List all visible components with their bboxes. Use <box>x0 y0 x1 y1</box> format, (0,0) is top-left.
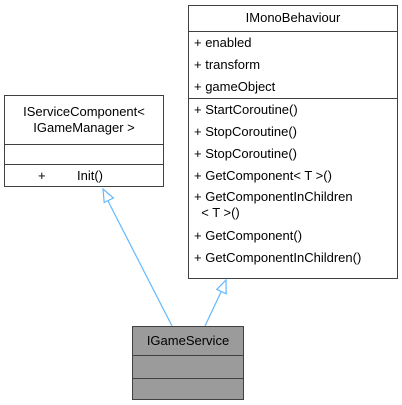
operation-init[interactable]: Init() <box>77 168 103 183</box>
class-iservicecomponent[interactable]: IServiceComponent< IGameManager > + Init… <box>4 95 164 187</box>
class-imonobehaviour[interactable]: IMonoBehaviour + enabled + transform + g… <box>188 5 398 279</box>
operation-getcomponent[interactable]: + GetComponent() <box>194 228 303 243</box>
class-name-line-2: IGameManager > <box>33 120 135 135</box>
attribute-gameobject[interactable]: + gameObject <box>194 79 276 94</box>
operations-section <box>133 378 243 399</box>
operations-section: + Init() <box>5 164 163 186</box>
attributes-section: + enabled + transform + gameObject <box>189 31 397 98</box>
class-name-line-1: IServiceComponent< <box>23 104 145 119</box>
operation-startcoroutine[interactable]: + StartCoroutine() <box>194 102 298 117</box>
class-title: IGameService <box>146 333 230 348</box>
operations-section: + StartCoroutine() + StopCoroutine() + S… <box>189 98 397 269</box>
class-title: IServiceComponent< IGameManager > <box>5 96 163 144</box>
inheritance-arrow-to-imonobehaviour <box>204 278 227 327</box>
operation-getcomponentinchildren-generic[interactable]: + GetComponentInChildren < T >() <box>194 189 353 220</box>
operation-stopcoroutine[interactable]: + StopCoroutine() <box>194 146 297 161</box>
attributes-section <box>5 144 163 164</box>
operation-getcomponent-generic[interactable]: + GetComponent< T >() <box>194 168 332 183</box>
class-igameservice[interactable]: IGameService <box>132 326 244 400</box>
class-title: IMonoBehaviour <box>245 10 341 25</box>
attributes-section <box>133 355 243 378</box>
operation-getcomponentinchildren[interactable]: + GetComponentInChildren() <box>194 250 362 265</box>
inheritance-arrow-to-iservicecomponent <box>102 187 173 327</box>
operation-stopcoroutine[interactable]: + StopCoroutine() <box>194 124 297 139</box>
attribute-transform[interactable]: + transform <box>194 57 261 72</box>
attribute-enabled[interactable]: + enabled <box>194 35 252 50</box>
visibility-marker: + <box>38 168 46 183</box>
